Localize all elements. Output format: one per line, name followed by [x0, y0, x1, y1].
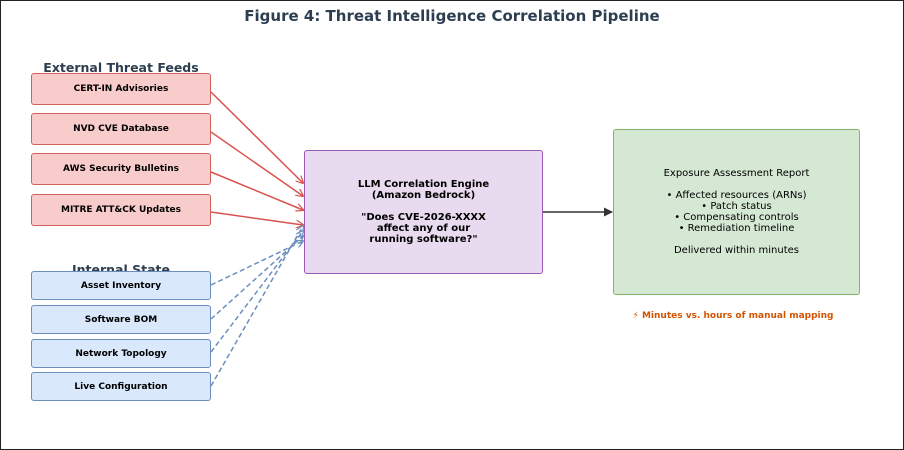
report-bullet: • Patch status: [701, 201, 772, 212]
engine-title: LLM Correlation Engine: [357, 179, 490, 190]
engine-query-line-3: running software?": [369, 234, 478, 245]
state-box-asset-inventory: Asset Inventory: [31, 271, 211, 300]
state-arrow-live-configuration: [210, 226, 303, 387]
state-arrow-network-topology: [210, 231, 303, 353]
report-bullet: • Compensating controls: [674, 212, 799, 223]
state-box-network-topology: Network Topology: [31, 339, 211, 368]
engine-query-line-2: affect any of our: [376, 223, 471, 234]
exposure-assessment-report: Exposure Assessment Report • Affected re…: [613, 129, 860, 295]
engine-query-line-1: "Does CVE-2026-XXXX: [361, 212, 486, 223]
state-arrow-software-bom: [210, 236, 303, 320]
state-box-live-configuration: Live Configuration: [31, 372, 211, 401]
feed-arrow-mitre: [210, 211, 303, 225]
feed-box-mitre: MITRE ATT&CK Updates: [31, 194, 211, 226]
feed-arrow-aws: [210, 171, 303, 210]
engine-subtitle: (Amazon Bedrock): [371, 190, 476, 201]
feed-box-nvd: NVD CVE Database: [31, 113, 211, 145]
report-title: Exposure Assessment Report: [663, 168, 810, 179]
report-bullet: • Affected resources (ARNs): [666, 190, 807, 201]
feed-arrow-cert-in: [210, 91, 303, 183]
llm-correlation-engine: LLM Correlation Engine (Amazon Bedrock) …: [304, 150, 543, 274]
feed-arrow-nvd: [210, 131, 303, 196]
feed-box-aws: AWS Security Bulletins: [31, 153, 211, 185]
external-feeds-heading: External Threat Feeds: [43, 60, 199, 75]
state-arrow-asset-inventory: [210, 241, 303, 286]
feed-box-cert-in: CERT-IN Advisories: [31, 73, 211, 105]
report-bullet: • Remediation timeline: [678, 223, 795, 234]
figure-title: Figure 4: Threat Intelligence Correlatio…: [244, 7, 660, 25]
state-box-software-bom: Software BOM: [31, 305, 211, 334]
report-footer: Delivered within minutes: [673, 245, 800, 256]
speed-note: ⚡ Minutes vs. hours of manual mapping: [632, 311, 834, 321]
